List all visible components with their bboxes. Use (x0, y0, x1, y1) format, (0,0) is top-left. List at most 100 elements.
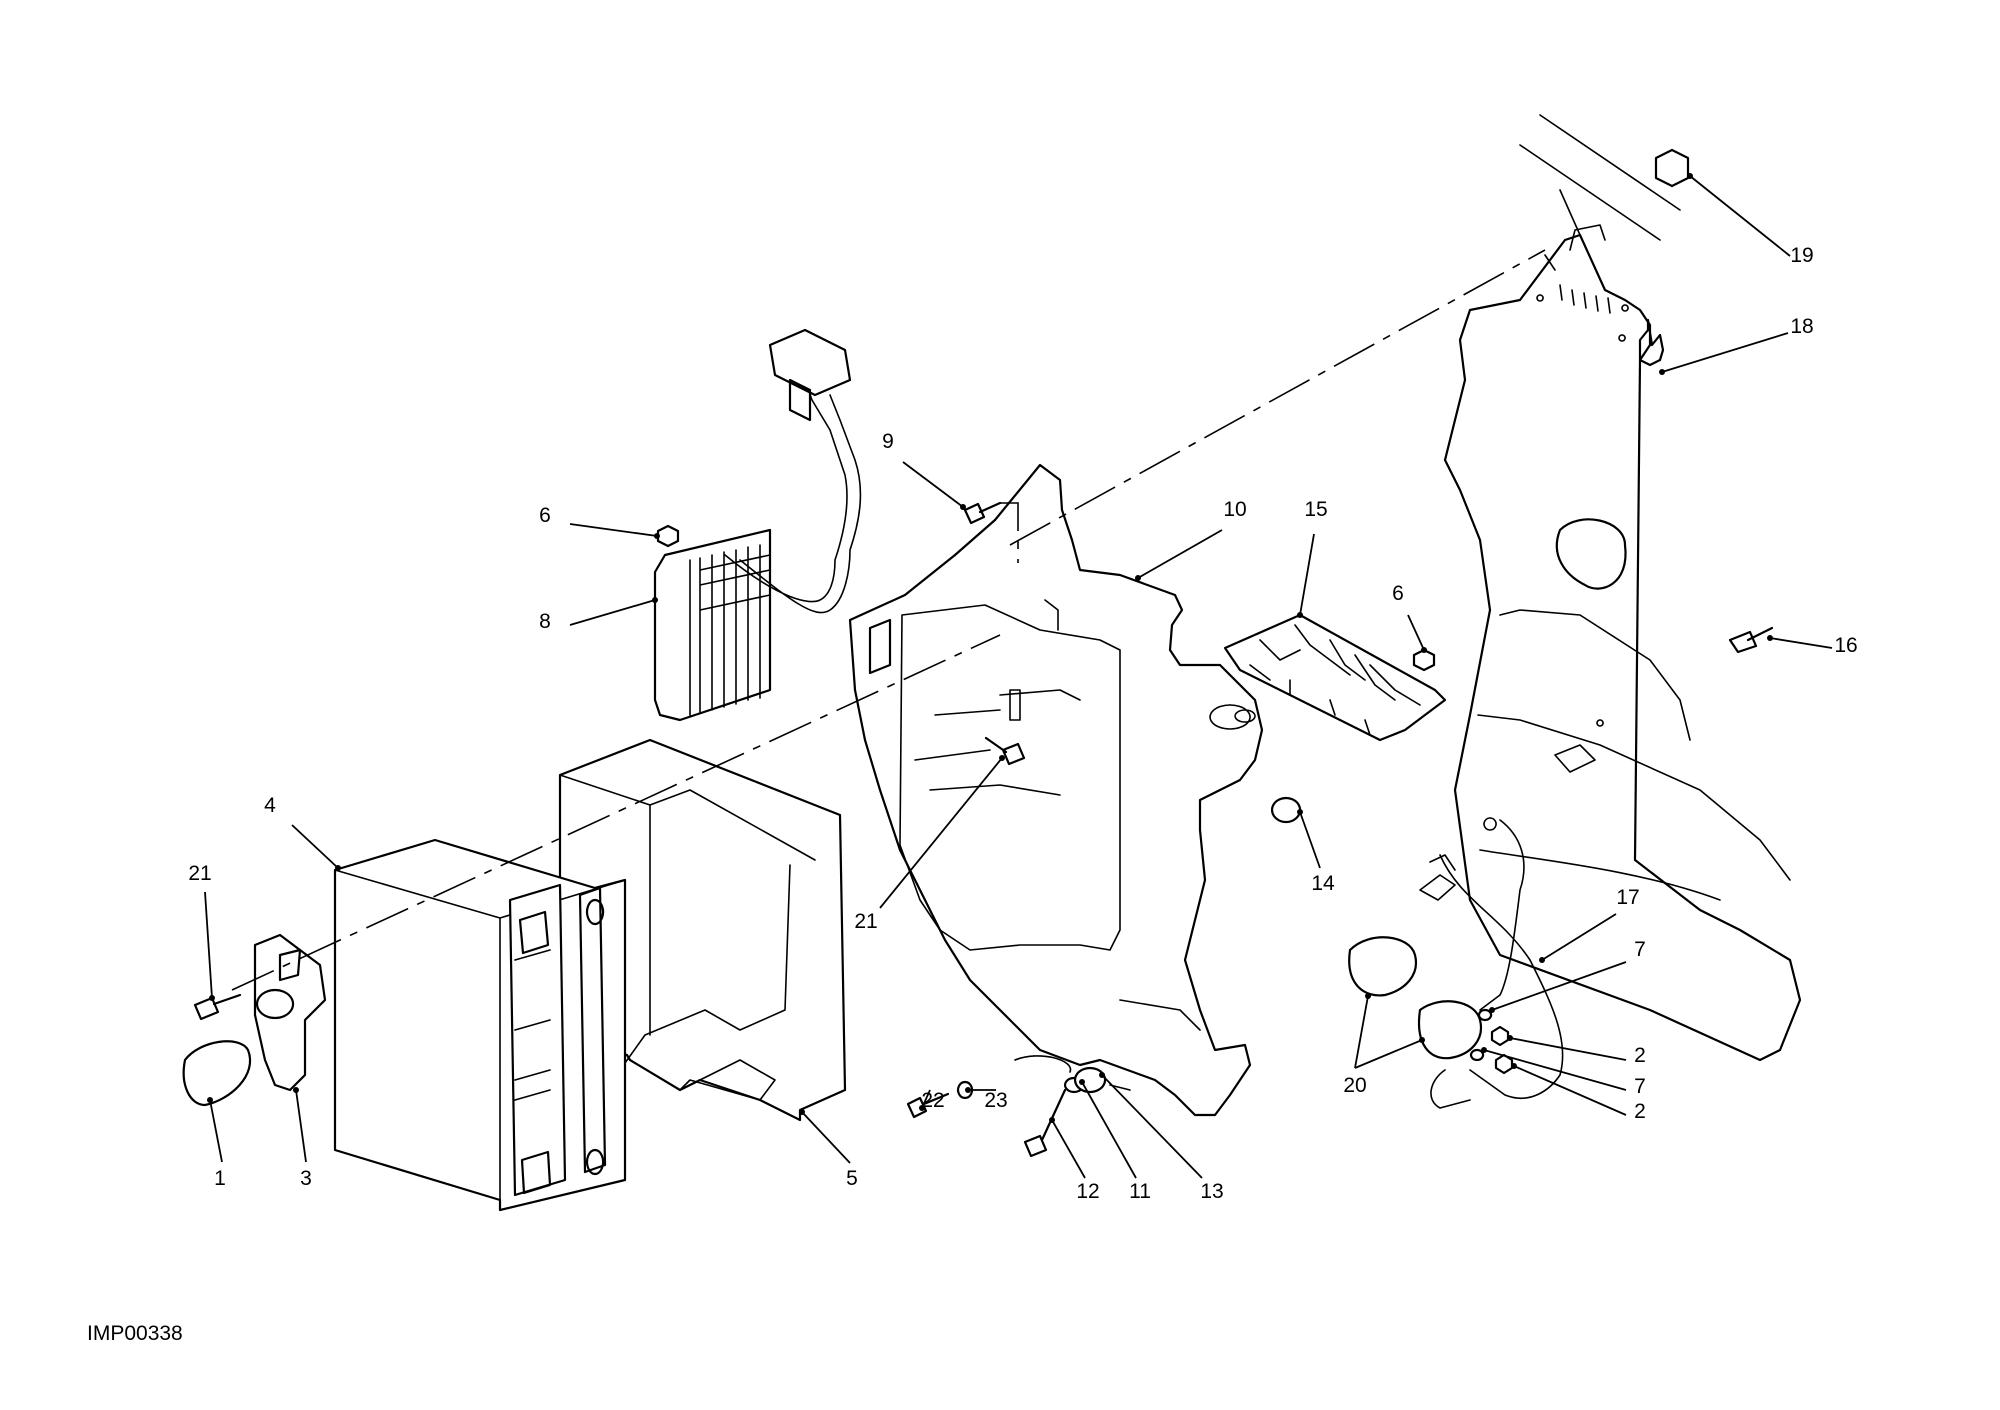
leader-line-7 (1491, 961, 1627, 1011)
leader-dot-13 (1099, 1072, 1105, 1078)
callout-3: 3 (300, 1167, 312, 1190)
leader-line-20 (1354, 1039, 1423, 1069)
leader-line-8 (569, 599, 656, 626)
leaders-layer (204, 173, 1833, 1179)
leader-dot-9 (960, 504, 966, 510)
leader-line-10 (1137, 529, 1223, 579)
callout-16: 16 (1834, 634, 1857, 657)
callout-17: 17 (1616, 886, 1639, 909)
callout-12: 12 (1076, 1180, 1099, 1203)
battery-tray-boss (1044, 599, 1256, 1031)
leader-dot-6 (654, 533, 660, 539)
leader-line-3 (295, 1089, 307, 1163)
leader-line-22 (921, 1089, 931, 1109)
screw-21b (984, 736, 1026, 766)
nut-6a (656, 524, 680, 548)
callout-19: 19 (1790, 244, 1813, 267)
splash-panel-holes (1536, 294, 1629, 727)
callout-7: 7 (1634, 1075, 1646, 1098)
callout-13: 13 (1200, 1180, 1223, 1203)
cable-harness (1419, 817, 1564, 1109)
assembly-line-battery-bracket (231, 634, 1001, 991)
callout-1: 1 (214, 1167, 226, 1190)
assembly-line-tray-splash (1009, 249, 1546, 546)
callout-7: 7 (1634, 938, 1646, 961)
leader-dot-11 (1079, 1079, 1085, 1085)
leader-line-7 (1483, 1049, 1627, 1091)
leader-line-14 (1299, 811, 1321, 869)
frame-tube (1519, 114, 1681, 241)
rubber-mount-cells (1249, 624, 1421, 736)
leader-dot-8 (652, 597, 658, 603)
grommet-13 (1074, 1066, 1107, 1094)
screw-21a (193, 993, 242, 1021)
speed-nut (1654, 148, 1690, 188)
splash-panel-slot (1554, 744, 1596, 773)
callout-21: 21 (854, 910, 877, 933)
callout-23: 23 (984, 1089, 1007, 1112)
regulator-connector (768, 328, 852, 422)
leader-dot-20 (1365, 993, 1371, 999)
screw-16 (1728, 626, 1774, 654)
callout-10: 10 (1223, 498, 1246, 521)
splash-panel-cutout (1555, 518, 1627, 590)
leader-line-1 (209, 1099, 223, 1163)
leader-dot-4 (335, 865, 341, 871)
callout-22: 22 (921, 1089, 944, 1112)
splash-panel (1443, 233, 1802, 1062)
splash-panel-ribs (1559, 284, 1611, 314)
callout-6: 6 (539, 504, 551, 527)
leader-line-6 (569, 523, 658, 537)
leader-line-9 (902, 461, 964, 508)
leader-dot-21 (209, 995, 215, 1001)
leader-dot-16 (1767, 635, 1773, 641)
battery-cells (514, 949, 551, 1101)
bracket-slot (278, 948, 302, 982)
parts-layer (182, 114, 1802, 1212)
leader-dot-18 (1659, 369, 1665, 375)
callout-20: 20 (1343, 1074, 1366, 1097)
callout-14: 14 (1311, 872, 1335, 895)
leader-line-6 (1407, 614, 1425, 651)
battery-tray (848, 463, 1264, 1117)
leader-line-21 (204, 891, 213, 999)
callout-21: 21 (188, 862, 211, 885)
callout-18: 18 (1790, 315, 1813, 338)
battery-tray-inner (899, 604, 1121, 951)
leader-dot-20 (1419, 1037, 1425, 1043)
leader-dot-15 (1297, 612, 1303, 618)
leader-dot-21 (999, 755, 1005, 761)
screw-9 (963, 501, 1002, 525)
callout-9: 9 (882, 430, 894, 453)
leader-line-2 (1513, 1065, 1627, 1116)
leader-line-12 (1051, 1119, 1086, 1179)
battery-tray-slot (1009, 689, 1021, 721)
battery-tray-window (868, 618, 892, 675)
battery-terminals (508, 883, 607, 1197)
solenoid-body (1417, 1000, 1483, 1060)
leader-line-20 (1354, 995, 1369, 1069)
cap (182, 1040, 252, 1107)
leader-line-15 (1299, 533, 1315, 616)
leader-line-16 (1769, 637, 1833, 649)
leader-line-19 (1689, 175, 1791, 257)
callout-8: 8 (539, 610, 551, 633)
leader-dot-1 (207, 1097, 213, 1103)
leader-dot-17 (1539, 957, 1545, 963)
callout-6: 6 (1392, 582, 1404, 605)
callout-11: 11 (1129, 1180, 1151, 1203)
leader-line-5 (801, 1111, 851, 1164)
leader-line-11 (1081, 1081, 1137, 1179)
grommet (1270, 796, 1302, 824)
battery-box-edges (559, 774, 816, 1101)
leader-dot-5 (799, 1109, 805, 1115)
regulator-harness (724, 379, 862, 614)
leader-dot-3 (293, 1087, 299, 1093)
nut-2a (1490, 1025, 1510, 1047)
leader-dot-2 (1507, 1035, 1513, 1041)
callout-15: 15 (1304, 498, 1327, 521)
washer-7a (1477, 1008, 1493, 1022)
splash-panel-contour (1477, 609, 1791, 901)
